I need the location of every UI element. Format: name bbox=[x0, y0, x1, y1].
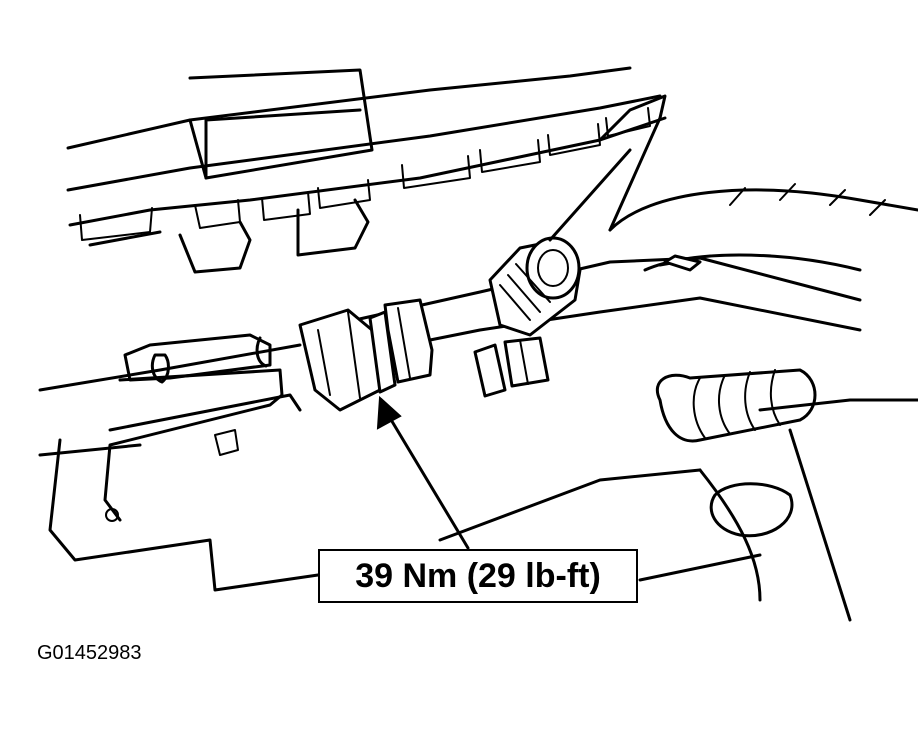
lower-frame bbox=[438, 468, 762, 602]
torque-leader-arrow bbox=[376, 395, 470, 550]
right-panel bbox=[608, 183, 918, 622]
threaded-connector bbox=[488, 148, 632, 337]
left-bracket bbox=[48, 333, 320, 592]
torque-callout: 39 Nm (29 lb-ft) bbox=[318, 549, 638, 603]
bellows-boot bbox=[655, 368, 817, 443]
fitting-assembly bbox=[298, 298, 550, 412]
figure-id: G01452983 bbox=[37, 642, 142, 664]
main-pipe bbox=[38, 254, 862, 457]
upper-housing bbox=[66, 66, 667, 274]
torque-specification: 39 Nm (29 lb-ft) bbox=[355, 556, 601, 595]
